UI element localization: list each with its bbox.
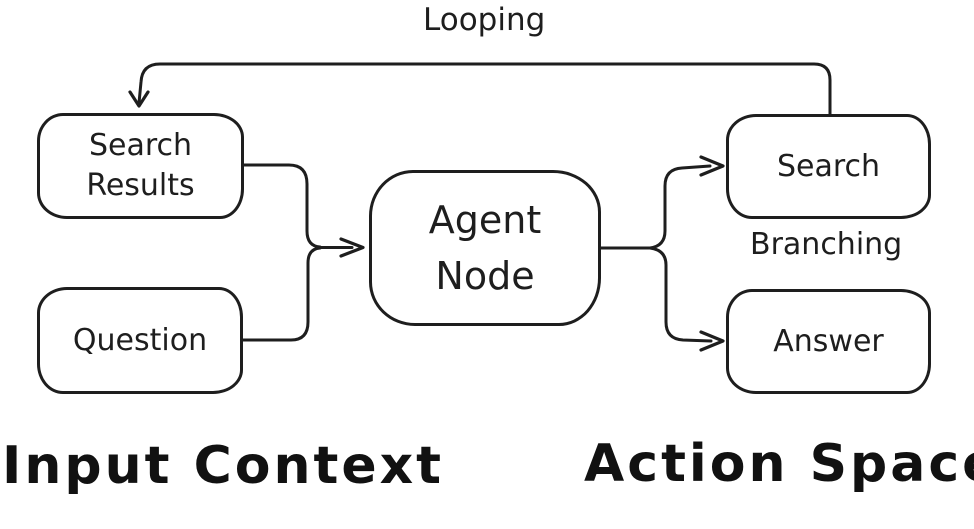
node-search-results-label-line1: Search: [88, 128, 193, 163]
edge-agent-to-answer: [648, 246, 713, 343]
node-question: Question: [37, 287, 243, 394]
node-answer: Answer: [726, 289, 931, 394]
edge-search-arrowhead-icon: [699, 155, 725, 177]
node-question-label: Question: [72, 322, 208, 358]
edge-loop-search-to-search-results: [137, 62, 832, 116]
node-search: Search: [726, 114, 931, 219]
node-answer-label: Answer: [773, 323, 884, 359]
label-input-context: Input Context: [2, 436, 444, 496]
edge-merge-arrowhead-icon: [339, 237, 365, 258]
node-agent-label-line1: Agent: [428, 198, 542, 242]
edge-loop-arrowhead-icon: [128, 90, 150, 108]
node-agent-label-line2: Node: [435, 254, 535, 298]
edge-search-results-to-agent: [242, 163, 322, 249]
node-agent: Agent Node: [369, 170, 601, 326]
label-looping: Looping: [423, 2, 546, 38]
node-search-label: Search: [776, 148, 881, 184]
edge-agent-to-search: [648, 164, 712, 250]
node-search-results: Search Results: [37, 113, 244, 219]
node-search-results-label-line2: Results: [86, 168, 195, 203]
label-action-space: Action Space: [584, 434, 974, 494]
edge-answer-arrowhead-icon: [699, 330, 725, 352]
edge-question-to-agent: [241, 246, 322, 342]
label-branching: Branching: [750, 227, 903, 262]
